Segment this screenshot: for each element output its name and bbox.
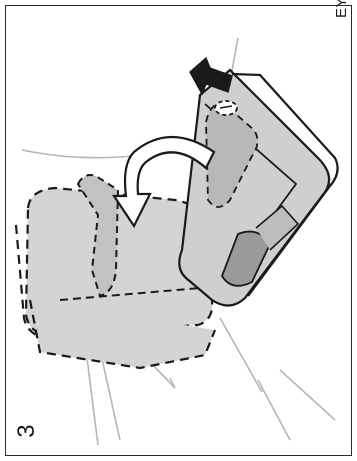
figure-code: EY13170 — [333, 0, 350, 18]
release-lever-icon — [215, 101, 237, 115]
seat-back-solid — [179, 70, 337, 306]
step-number: 3 — [14, 418, 40, 444]
